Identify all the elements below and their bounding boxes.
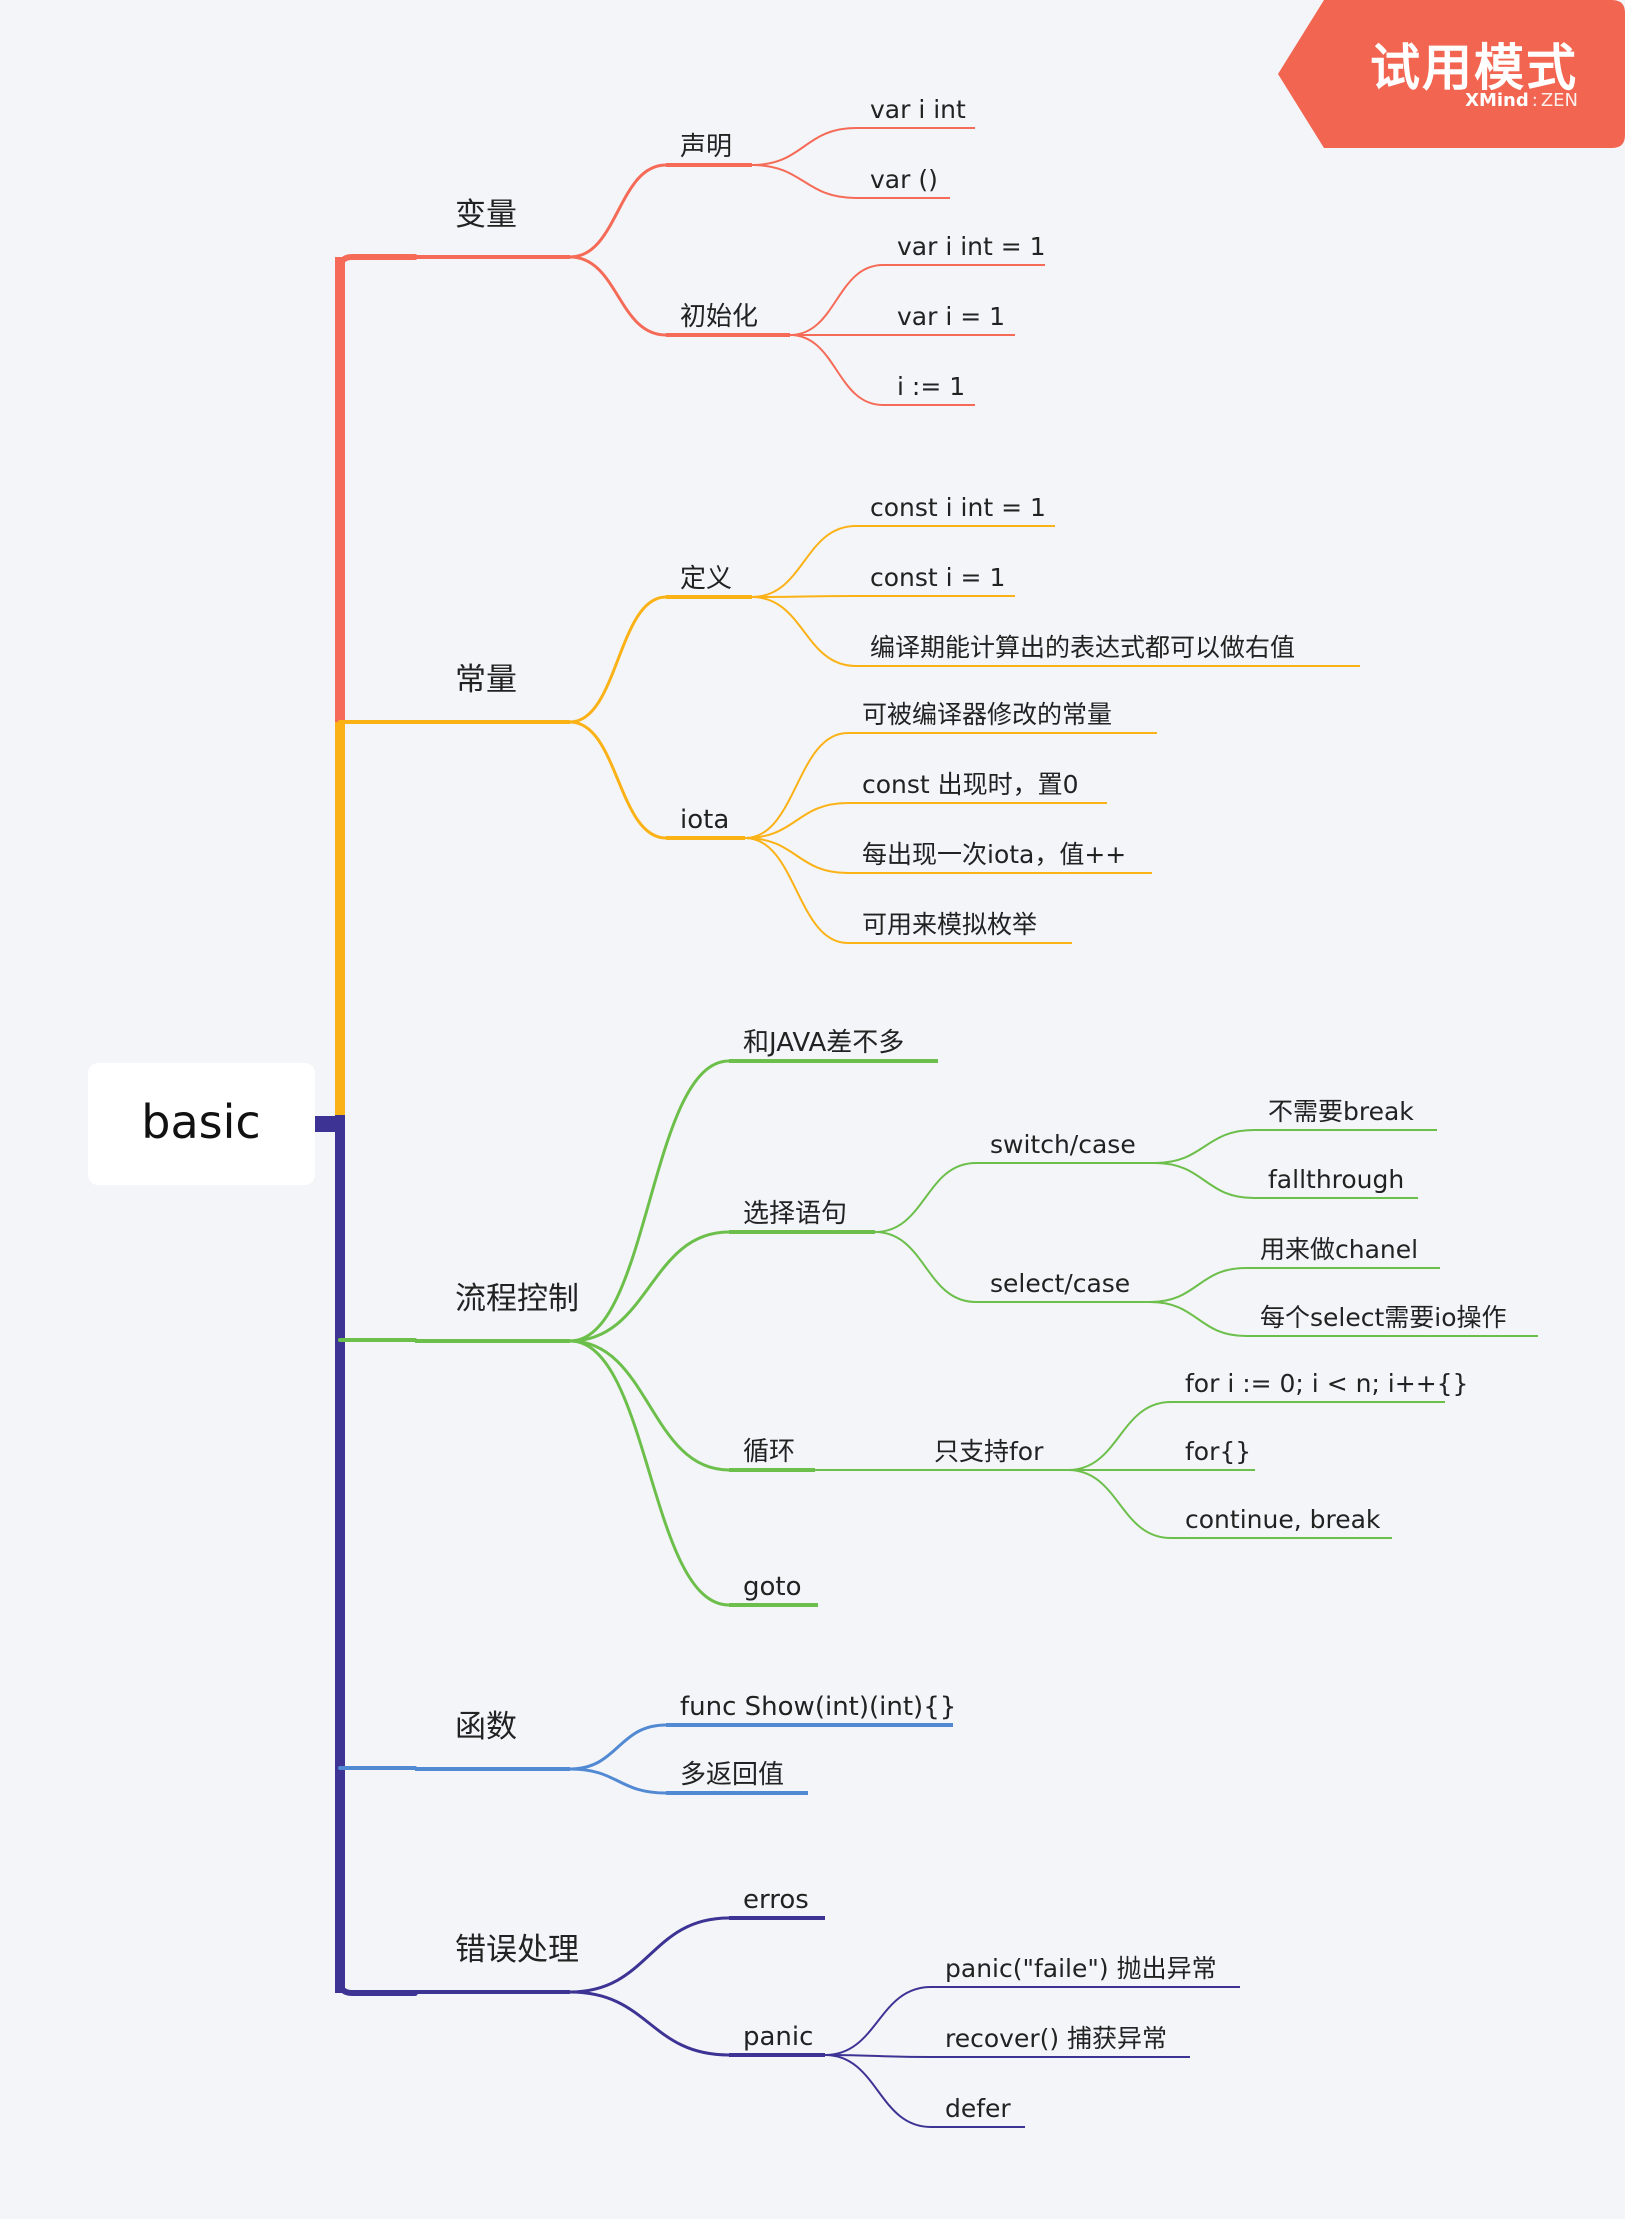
connector-line: [824, 2054, 932, 2128]
connector-line: [569, 595, 667, 724]
subtopic-java[interactable]: 和JAVA差不多: [743, 1028, 904, 1058]
branch-elbow: [337, 254, 418, 272]
connector-line: [789, 264, 884, 336]
connector-line: [744, 837, 849, 944]
main-topic-topic[interactable]: 函数: [455, 1709, 517, 1745]
subtopic-const-i-1[interactable]: const i = 1: [870, 563, 1005, 592]
root-topic-box[interactable]: [88, 1063, 315, 1185]
subtopic-for-i-0-i-n-i[interactable]: for i := 0; i < n; i++{}: [1185, 1369, 1468, 1398]
subtopic-var-i-int[interactable]: var i int: [870, 95, 966, 124]
connector-line: [1149, 1301, 1247, 1337]
connector-line: [1067, 1401, 1172, 1471]
subtopic-topic[interactable]: 初始化: [680, 302, 758, 332]
connector-line: [1154, 1129, 1255, 1164]
subtopic-recover[interactable]: recover() 捕获异常: [945, 2024, 1167, 2053]
connector-line: [569, 1339, 730, 1472]
subtopic-topic[interactable]: 声明: [680, 132, 732, 162]
subtopic-panic[interactable]: panic: [743, 2022, 813, 2052]
connector-line: [744, 802, 849, 839]
subtopic-defer[interactable]: defer: [945, 2094, 1011, 2123]
subtopic-const-i-int-1[interactable]: const i int = 1: [870, 493, 1046, 522]
connector-line: [751, 596, 857, 667]
connector-line: [1149, 1267, 1247, 1303]
subtopic-topic[interactable]: 选择语句: [743, 1199, 847, 1229]
subtopic-select-io[interactable]: 每个select需要io操作: [1260, 1303, 1507, 1332]
branch-elbow: [337, 1978, 418, 1996]
badge-title: 试用模式: [1370, 39, 1578, 97]
subtopic-iota[interactable]: iota: [680, 805, 729, 835]
badge-brand-line: XMind:ZEN: [1465, 90, 1578, 111]
connector-line: [1067, 1469, 1172, 1539]
badge-brand: XMind: [1465, 90, 1529, 111]
connector-line: [751, 164, 857, 199]
subtopic-func-show-int-int[interactable]: func Show(int)(int){}: [680, 1692, 956, 1722]
connector-line: [569, 1767, 667, 1795]
connector-line: [744, 837, 849, 874]
badge-edition: ZEN: [1540, 90, 1578, 111]
subtopic-var-i-1[interactable]: var i = 1: [897, 302, 1005, 331]
connector-line: [569, 163, 667, 259]
connector-line: [569, 255, 667, 337]
main-topic-topic[interactable]: 流程控制: [455, 1281, 579, 1317]
connector-line: [569, 1339, 730, 1607]
connector-line: [751, 525, 857, 598]
subtopic-for[interactable]: 只支持for: [934, 1437, 1044, 1466]
connector-line: [874, 1162, 977, 1233]
subtopic-erros[interactable]: erros: [743, 1885, 809, 1915]
subtopic-topic[interactable]: 循环: [743, 1437, 795, 1467]
badge-shape: [1278, 0, 1625, 148]
subtopic-topic[interactable]: 定义: [680, 564, 732, 594]
connector-line: [569, 1916, 730, 1994]
connector-line: [569, 1990, 730, 2057]
connector-line: [789, 334, 884, 406]
root-topic-label: basic: [141, 1095, 260, 1149]
connector-line: [824, 1986, 932, 2056]
connector-line: [751, 127, 857, 166]
connector-line: [824, 2054, 932, 2058]
subtopic-topic[interactable]: 编译期能计算出的表达式都可以做右值: [870, 633, 1295, 662]
main-topic-topic[interactable]: 常量: [455, 662, 517, 698]
connector-line: [569, 720, 667, 840]
subtopic-continue-break[interactable]: continue, break: [1185, 1505, 1381, 1534]
connector-line: [744, 732, 849, 839]
main-topic-topic[interactable]: 变量: [455, 197, 517, 233]
subtopic-topic[interactable]: 多返回值: [680, 1760, 784, 1790]
subtopic-var[interactable]: var (): [870, 165, 938, 194]
connector-line: [569, 1230, 730, 1343]
connector-line: [569, 1059, 730, 1343]
connector-line: [751, 595, 857, 598]
subtopic-topic[interactable]: 可用来模拟枚举: [862, 910, 1037, 939]
subtopic-chanel[interactable]: 用来做chanel: [1260, 1235, 1418, 1264]
subtopic-panic-faile[interactable]: panic("faile") 抛出异常: [945, 1954, 1217, 1983]
subtopic-i-1[interactable]: i := 1: [897, 372, 965, 401]
subtopic-const-0[interactable]: const 出现时，置0: [862, 770, 1079, 799]
subtopic-fallthrough[interactable]: fallthrough: [1268, 1165, 1404, 1194]
subtopic-var-i-int-1[interactable]: var i int = 1: [897, 232, 1046, 261]
subtopic-topic[interactable]: 可被编译器修改的常量: [862, 700, 1112, 729]
subtopic-select-case[interactable]: select/case: [990, 1269, 1130, 1298]
subtopic-for[interactable]: for{}: [1185, 1437, 1251, 1466]
main-topic-topic[interactable]: 错误处理: [455, 1932, 579, 1968]
connector-line: [874, 1231, 977, 1303]
connector-line: [569, 1723, 667, 1771]
subtopic-iota[interactable]: 每出现一次iota，值++: [862, 840, 1126, 869]
subtopic-goto[interactable]: goto: [743, 1572, 802, 1602]
trial-mode-badge[interactable]: 试用模式 XMind:ZEN: [1278, 0, 1625, 148]
connector-line: [1154, 1162, 1255, 1199]
subtopic-break[interactable]: 不需要break: [1268, 1097, 1414, 1126]
subtopic-switch-case[interactable]: switch/case: [990, 1130, 1136, 1159]
